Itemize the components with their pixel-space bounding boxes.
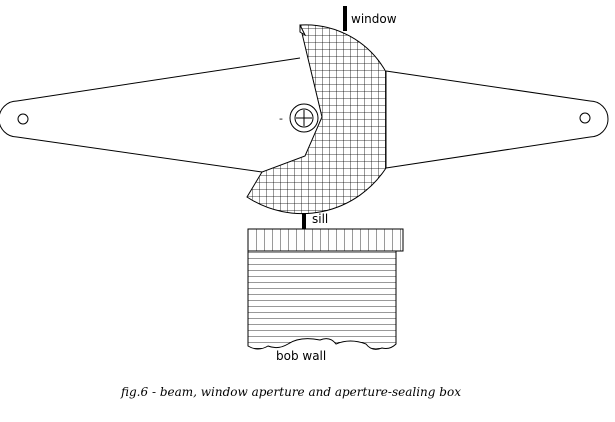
beam <box>0 57 609 173</box>
bob-wall-label: bob wall <box>276 349 326 363</box>
sill-marker <box>302 213 306 230</box>
beam-lower-edge <box>16 136 263 173</box>
beam-right-eye <box>579 112 591 124</box>
figure-caption: fig.6 - beam, window aperture and apertu… <box>120 385 461 399</box>
window-label: window <box>351 12 397 26</box>
beam-right-end <box>589 100 609 138</box>
pivot-crosshair <box>296 110 312 126</box>
beam-right-lower-edge <box>385 136 591 169</box>
beam-upper-edge <box>16 57 301 102</box>
beam-left-end <box>0 100 18 138</box>
sill-label: sill <box>312 212 328 226</box>
pivot: - <box>279 103 319 133</box>
bob-wall <box>247 250 397 350</box>
pivot-mark: - <box>279 112 283 125</box>
beam-right-upper-edge <box>385 70 591 102</box>
beam-left-eye <box>17 113 29 125</box>
window-marker <box>343 6 347 31</box>
window-aperture <box>246 24 387 215</box>
window-notch <box>299 24 307 37</box>
sill-box <box>247 228 404 252</box>
